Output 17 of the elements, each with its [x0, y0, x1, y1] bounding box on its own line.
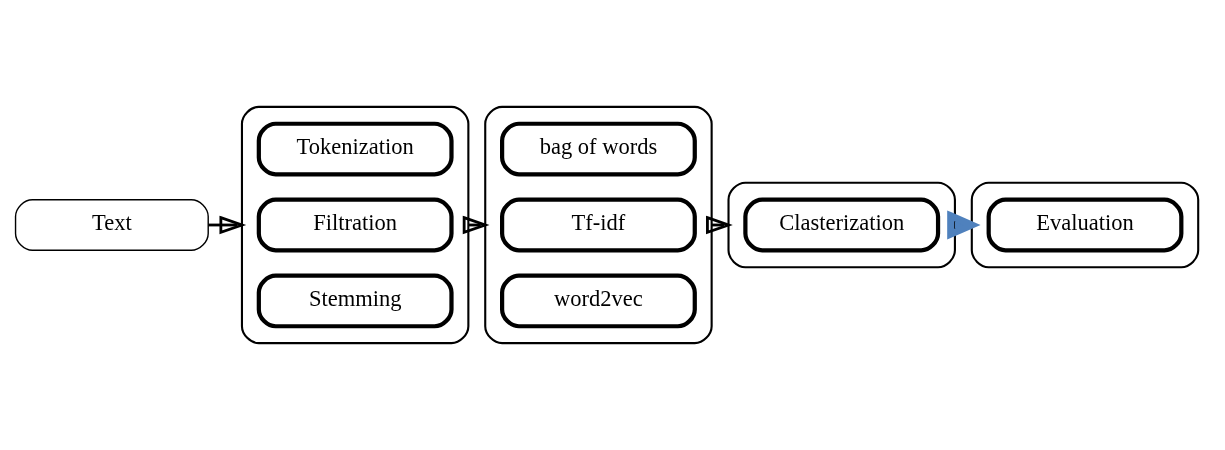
arrow — [208, 215, 247, 235]
node-box: Stemming — [256, 273, 454, 329]
cluster — [240, 105, 470, 345]
cluster — [484, 105, 713, 345]
node-box: word2vec — [500, 273, 697, 329]
node-box: Clasterization — [743, 197, 941, 253]
arrow — [462, 215, 490, 235]
arrow — [706, 215, 733, 235]
node-box: Text — [14, 199, 209, 251]
cluster — [727, 181, 956, 269]
node-box: Tokenization — [256, 121, 454, 177]
node-box: Filtration — [256, 197, 454, 253]
node-box: Evaluation — [986, 197, 1184, 253]
cluster — [970, 181, 1200, 269]
arrow — [947, 210, 981, 240]
node-box: Tf-idf — [500, 197, 697, 253]
node-box: bag of words — [500, 121, 697, 177]
